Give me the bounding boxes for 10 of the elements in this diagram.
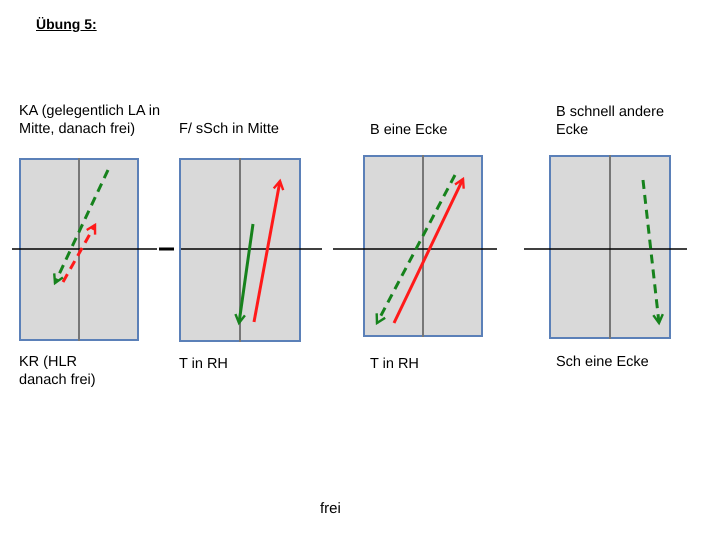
panel-caption: Sch eine Ecke xyxy=(556,353,650,371)
title: Übung 5: xyxy=(36,16,97,32)
panel-heading: B eine Ecke xyxy=(370,121,448,139)
panel-heading: B schnell andere Ecke xyxy=(556,103,666,139)
panel-caption: T in RH xyxy=(370,355,420,373)
panel-caption: T in RH xyxy=(179,355,229,373)
panel-heading: F/ sSch in Mitte xyxy=(179,120,280,138)
panel-heading: KA (gelegentlich LA in Mitte, danach frei) xyxy=(19,102,162,138)
panel-caption: KR (HLR danach frei) xyxy=(19,353,97,389)
note-text: frei xyxy=(320,500,341,517)
